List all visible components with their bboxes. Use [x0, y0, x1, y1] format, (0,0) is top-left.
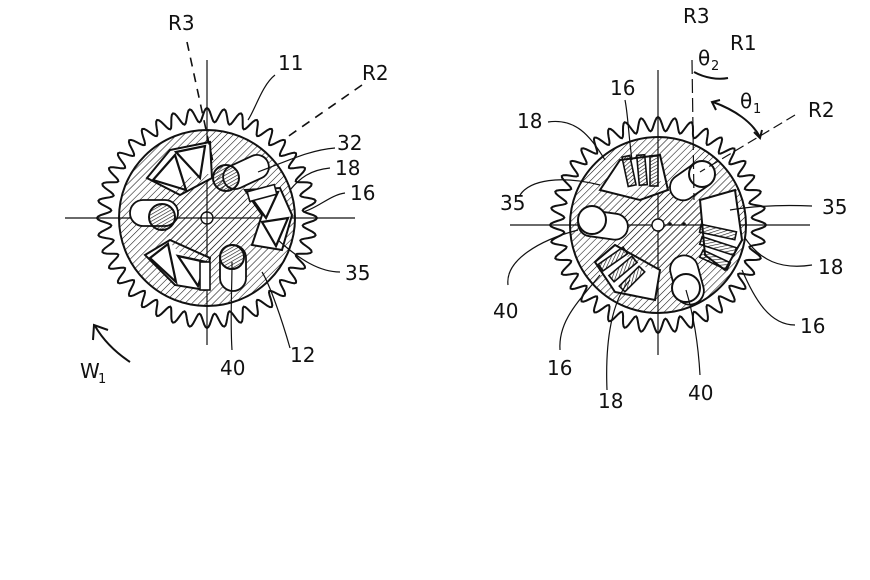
label-40: 40	[220, 356, 245, 380]
angle-theta2-arc	[693, 71, 729, 80]
label-12: 12	[290, 343, 315, 367]
leader-16-right	[741, 269, 796, 326]
pin-40-left	[577, 205, 607, 235]
leader-32	[257, 147, 336, 173]
pin-upper-right	[688, 160, 716, 188]
leader-35-left	[519, 179, 601, 196]
pin-slot-lower	[219, 244, 247, 292]
pin-40-bottom	[671, 273, 701, 303]
angle-theta1-arc	[712, 101, 761, 138]
label-theta1: θ	[740, 89, 752, 113]
arrowhead-icon	[92, 323, 109, 341]
ray-r3	[186, 41, 214, 163]
label-theta2-subscript: 2	[711, 59, 719, 74]
leader-40-left	[507, 229, 579, 286]
ray-r2	[282, 84, 363, 141]
label-35-right: 35	[822, 195, 847, 219]
ray-r2	[699, 114, 796, 173]
label-18-right: 18	[818, 255, 843, 279]
label-18: 18	[335, 156, 360, 180]
gear-11-teeth	[95, 106, 319, 330]
label-18-bottom: 18	[598, 389, 623, 413]
label-35-left: 35	[500, 191, 525, 215]
label-16-top: 16	[610, 76, 635, 100]
leader-18-right	[744, 237, 813, 267]
label-r2: R2	[808, 98, 835, 122]
label-32: 32	[337, 131, 362, 155]
rotation-arrow	[94, 325, 131, 363]
pin-slot-lower	[669, 254, 705, 306]
label-11: 11	[278, 51, 303, 75]
ray-r3	[691, 59, 695, 201]
leader-35	[277, 239, 341, 273]
leader-40	[230, 261, 233, 351]
pin-32	[212, 164, 240, 192]
right-gear-view: R3 R1 θ 2 θ 1 R2 16 18 35 35 40 18 16 16…	[493, 4, 847, 413]
label-r3: R3	[683, 4, 710, 28]
label-theta2: θ	[698, 46, 710, 70]
label-16-right: 16	[800, 314, 825, 338]
label-r1: R1	[730, 31, 757, 55]
pocket-right	[243, 183, 294, 252]
label-18-topleft: 18	[517, 109, 542, 133]
leader-18	[289, 167, 331, 191]
leader-40-bottom	[685, 289, 701, 376]
arrowhead-icon	[710, 99, 721, 111]
pin-slot-upper-right	[669, 160, 716, 202]
label-w1-subscript: 1	[98, 372, 106, 387]
leader-18-topleft	[547, 120, 606, 161]
label-40-left: 40	[493, 299, 518, 323]
left-gear-view: R3 R2 11 32 18 16 35 12 40 W 1	[65, 11, 389, 387]
label-r2: R2	[362, 61, 389, 85]
label-40-bottom: 40	[688, 381, 713, 405]
label-16-bottom: 16	[547, 356, 572, 380]
arrowhead-icon	[753, 129, 763, 140]
pin-slot-left	[577, 205, 629, 241]
leader-16-bottom	[559, 274, 601, 351]
leader-35-right	[729, 204, 813, 211]
leader-12	[261, 271, 291, 349]
leader-16-top	[624, 99, 633, 161]
label-16: 16	[350, 181, 375, 205]
pin-slot-upper	[212, 154, 270, 192]
pin-slot-left	[129, 199, 179, 231]
leader-18-bottom	[606, 279, 631, 391]
pin-40-left	[148, 203, 176, 231]
label-r3: R3	[168, 11, 195, 35]
leader-16	[302, 192, 346, 213]
axis-mark	[651, 218, 665, 232]
label-w1: W	[80, 359, 100, 383]
label-theta1-subscript: 1	[753, 102, 761, 117]
label-35: 35	[345, 261, 370, 285]
leader-11	[247, 74, 276, 121]
gear-teeth	[548, 115, 768, 335]
